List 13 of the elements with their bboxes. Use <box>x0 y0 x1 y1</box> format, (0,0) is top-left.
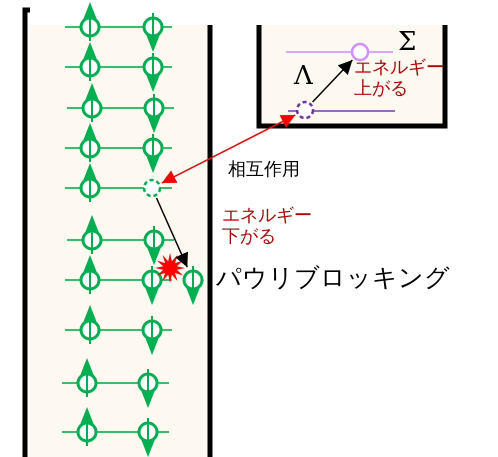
vacant-level-circle <box>296 100 314 120</box>
annotation-text: エネルギー下がる <box>222 206 313 248</box>
spin-down-nucleon-icon <box>182 266 204 305</box>
annotation-text: エネルギー上がる <box>354 58 445 100</box>
arrow <box>161 114 296 184</box>
particle-circle <box>350 42 370 62</box>
arrow <box>156 198 188 268</box>
vacant-level-circle <box>142 178 162 198</box>
symbol-label: Σ <box>398 28 416 58</box>
symbol-label: Λ <box>294 62 313 92</box>
arrow <box>312 59 353 103</box>
annotation-text: 相互作用 <box>228 160 300 181</box>
annotation-text: パウリブロッキング <box>216 264 450 293</box>
